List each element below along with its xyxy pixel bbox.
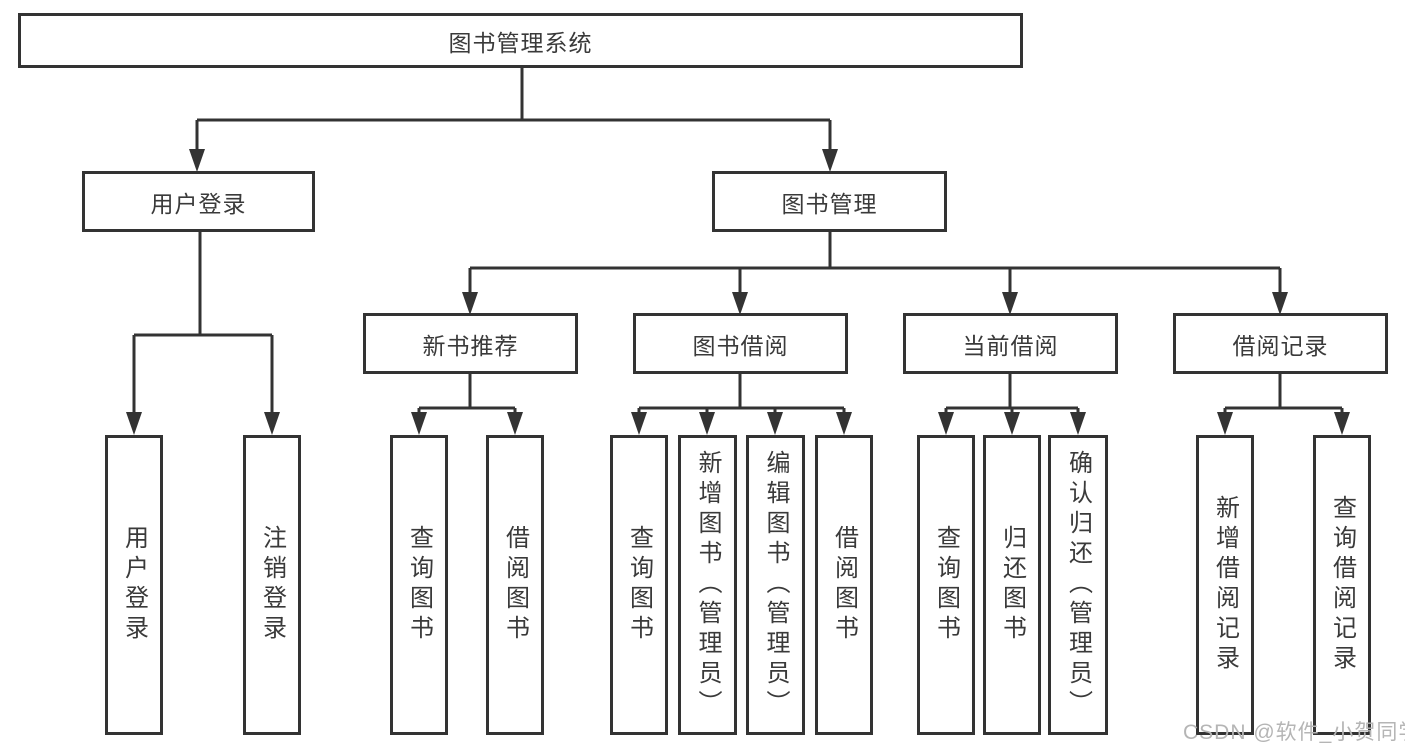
arrowhead xyxy=(126,412,142,435)
arrowhead xyxy=(1070,412,1086,435)
arrowhead xyxy=(462,292,478,315)
arrowhead xyxy=(631,412,647,435)
connector-current-borrowing-to-leaves xyxy=(938,374,1086,435)
arrowhead xyxy=(1272,292,1288,315)
leaf-edit-book-admin: 编辑图书（管理员） xyxy=(746,435,805,735)
node-book-borrowing: 图书借阅 xyxy=(633,313,848,374)
arrowhead xyxy=(264,412,280,435)
connector-root-to-level2 xyxy=(189,68,838,172)
node-current-borrowing: 当前借阅 xyxy=(903,313,1118,374)
arrowhead xyxy=(767,412,783,435)
arrowhead xyxy=(1217,412,1233,435)
arrowhead xyxy=(1004,412,1020,435)
leaf-borrow-books-recommend: 借阅图书 xyxy=(486,435,544,735)
arrowhead xyxy=(1002,292,1018,315)
leaf-query-books-current: 查询图书 xyxy=(917,435,975,735)
connector-book-management-to-level3 xyxy=(462,232,1288,315)
connector-user-login-to-leaves xyxy=(126,232,280,435)
leaf-borrow-books-borrowing: 借阅图书 xyxy=(815,435,873,735)
arrowhead xyxy=(411,412,427,435)
leaf-confirm-return-admin: 确认归还（管理员） xyxy=(1048,435,1108,735)
leaf-query-books-recommend: 查询图书 xyxy=(390,435,448,735)
connector-new-book-to-leaves xyxy=(411,374,523,435)
leaf-query-books-borrowing: 查询图书 xyxy=(610,435,668,735)
leaf-user-login: 用户登录 xyxy=(105,435,163,735)
connector-borrowing-records-to-leaves xyxy=(1217,374,1350,435)
leaf-logout: 注销登录 xyxy=(243,435,301,735)
arrowhead xyxy=(699,412,715,435)
arrowhead xyxy=(189,149,205,172)
leaf-add-book-admin: 新增图书（管理员） xyxy=(678,435,737,735)
node-borrowing-records: 借阅记录 xyxy=(1173,313,1388,374)
leaf-return-books: 归还图书 xyxy=(983,435,1041,735)
leaf-add-borrow-record: 新增借阅记录 xyxy=(1196,435,1254,735)
arrowhead xyxy=(732,292,748,315)
node-book-management: 图书管理 xyxy=(712,171,947,232)
arrowhead xyxy=(822,149,838,172)
node-library-system: 图书管理系统 xyxy=(18,13,1023,68)
watermark: CSDN @软件_小贺同学 xyxy=(1183,721,1405,744)
node-user-login-module: 用户登录 xyxy=(82,171,315,232)
arrowhead xyxy=(836,412,852,435)
connector-book-borrowing-to-leaves xyxy=(631,374,852,435)
arrowhead xyxy=(507,412,523,435)
leaf-query-borrow-record: 查询借阅记录 xyxy=(1313,435,1371,735)
arrowhead xyxy=(1334,412,1350,435)
node-new-book-recommend: 新书推荐 xyxy=(363,313,578,374)
arrowhead xyxy=(938,412,954,435)
